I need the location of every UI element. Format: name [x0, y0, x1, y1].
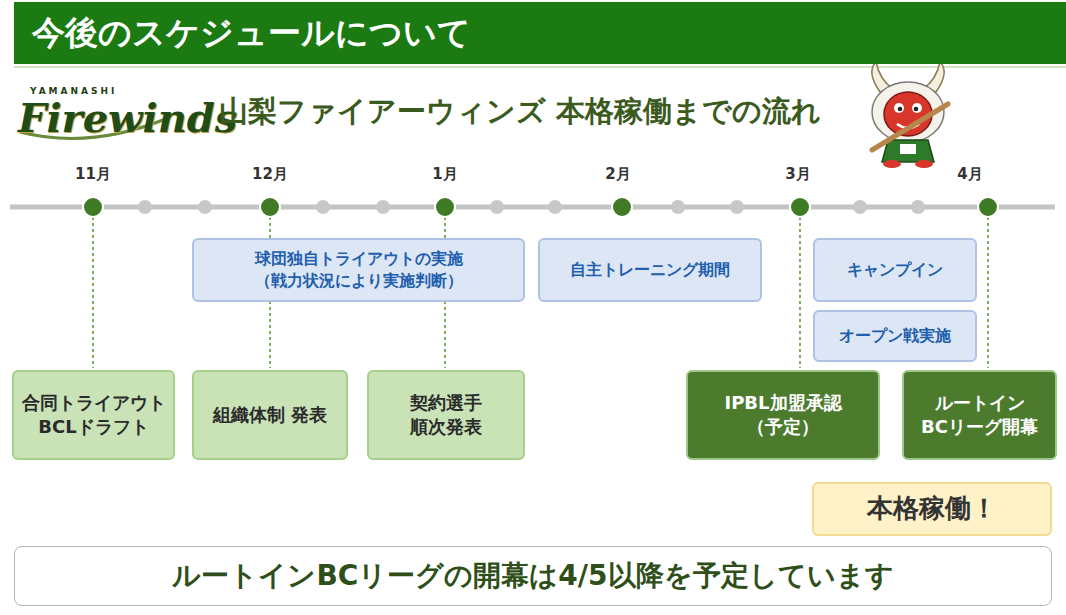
subtitle: 山梨ファイアーウィンズ 本格稼働までの流れ — [219, 92, 821, 132]
month-label: 3月 — [785, 165, 810, 184]
task-bar: 自主トレーニング期間 — [538, 238, 762, 302]
month-label: 4月 — [957, 165, 982, 184]
node-text: 合同トライアウト BCLドラフト — [22, 391, 166, 440]
node-text: 契約選手 順次発表 — [377, 391, 515, 440]
task-bar: 球団独自トライアウトの実施（戦力状況により実施判断） — [192, 238, 525, 302]
month-label: 2月 — [605, 165, 630, 184]
milestone-box: 組織体制 発表 — [192, 370, 348, 460]
title-bar: 今後のスケジュールについて — [14, 2, 1066, 64]
node-text: 本格稼働！ — [867, 491, 997, 526]
node-text: IPBL加盟承認 （予定） — [696, 391, 870, 440]
month-label: 11月 — [75, 165, 111, 184]
highlight-box: 本格稼働！ — [812, 482, 1052, 536]
milestone-box: ルートイン BCリーグ開幕 — [902, 370, 1057, 460]
milestone-box: IPBL加盟承認 （予定） — [686, 370, 880, 460]
logo-text: Firewinds — [18, 94, 237, 141]
node-text: （戦力状況により実施判断） — [255, 270, 463, 292]
month-label: 12月 — [252, 165, 288, 184]
month-label: 1月 — [432, 165, 457, 184]
node-text: 組織体制 発表 — [213, 403, 327, 427]
node-text: ルートイン BCリーグ開幕 — [912, 391, 1047, 440]
task-bar: キャンプイン — [813, 238, 977, 302]
node-text: ルートインBCリーグの開幕は4/5以降を予定しています — [172, 557, 893, 595]
mascot — [872, 62, 948, 168]
note-box: ルートインBCリーグの開幕は4/5以降を予定しています — [14, 546, 1052, 606]
task-bar: オープン戦実施 — [813, 310, 977, 362]
page-title: 今後のスケジュールについて — [14, 2, 1066, 64]
node-text: 自主トレーニング期間 — [570, 259, 730, 281]
node-text: オープン戦実施 — [839, 325, 951, 347]
node-text: 球団独自トライアウトの実施 — [255, 248, 463, 270]
milestone-box: 契約選手 順次発表 — [367, 370, 525, 460]
milestone-box: 合同トライアウト BCLドラフト — [12, 370, 175, 460]
node-text: キャンプイン — [847, 259, 943, 281]
